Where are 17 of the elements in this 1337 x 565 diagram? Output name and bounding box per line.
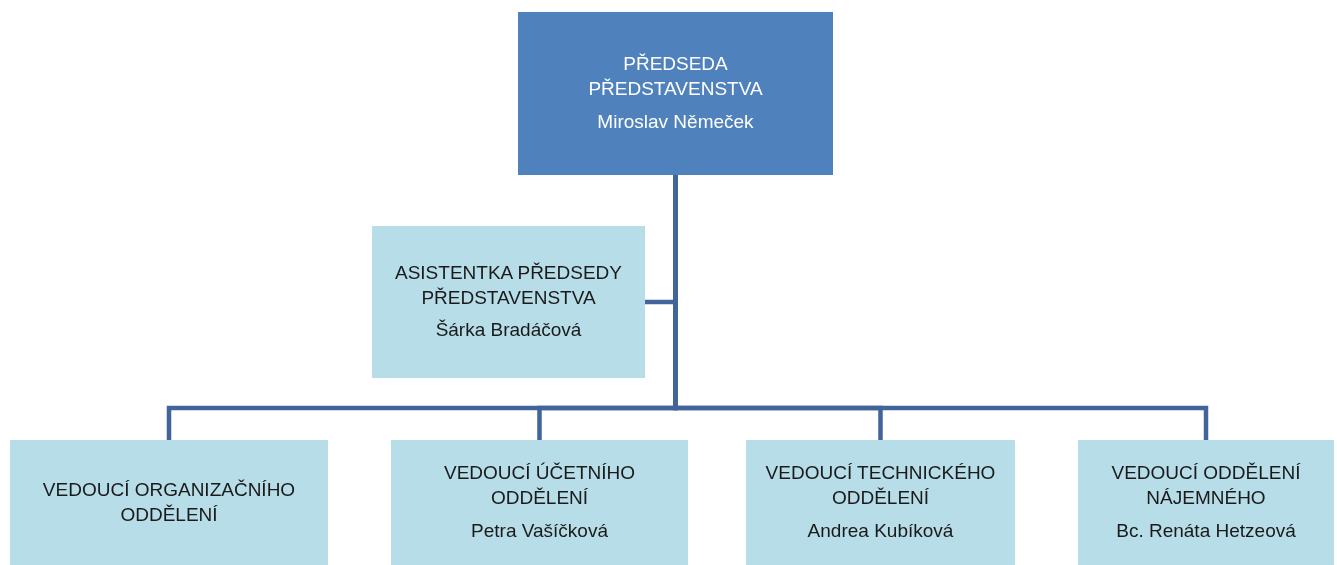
org-box xyxy=(1078,440,1334,565)
person-name: Petra Vašíčková xyxy=(471,518,608,543)
org-box xyxy=(518,12,833,175)
person-name: Bc. Renáta Hetzeová xyxy=(1116,518,1296,543)
job-title: VEDOUCÍ ODDĚLENÍ NÁJEMNÉHO xyxy=(1110,461,1302,511)
job-title: PŘEDSEDA PŘEDSTAVENSTVA xyxy=(587,52,764,102)
job-title: VEDOUCÍ ÚČETNÍHO ODDĚLENÍ xyxy=(442,461,637,511)
person-name: Miroslav Němeček xyxy=(597,109,754,134)
job-title: ASISTENTKA PŘEDSEDY PŘEDSTAVENSTVA xyxy=(394,260,623,310)
org-box xyxy=(10,440,328,565)
org-box xyxy=(391,440,688,565)
job-title: VEDOUCÍ ORGANIZAČNÍHO ODDĚLENÍ xyxy=(41,477,297,527)
person-name: Šárka Bradáčová xyxy=(435,318,582,343)
person-name: Andrea Kubíková xyxy=(807,518,954,543)
org-box xyxy=(372,226,645,378)
job-title: VEDOUCÍ TECHNICKÉHO ODDĚLENÍ xyxy=(764,461,997,511)
org-box xyxy=(746,440,1015,565)
